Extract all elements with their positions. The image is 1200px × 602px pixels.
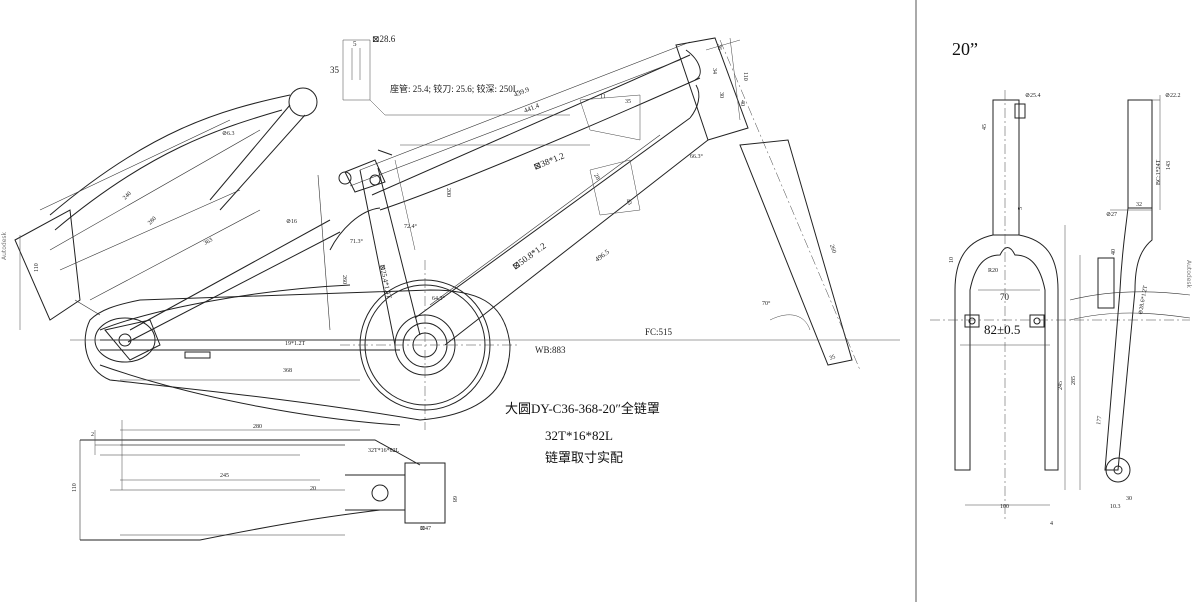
dim-110: 110 [34, 263, 40, 272]
top-tube-spec: ⊠38*1.2 [532, 150, 566, 171]
dimension-lines [19, 39, 900, 481]
dropout-radius: 10.3 [1110, 504, 1121, 510]
seat-tube-spec: ⊠25.4*1.4T [378, 264, 393, 300]
seat-angle: 71.3° [350, 238, 364, 245]
head-length: 110 [742, 72, 748, 81]
leg-spec: ⊘28.6*1.2T [1138, 285, 1149, 316]
slot-diameter: ⊠28.6 [372, 34, 396, 44]
bottom-bracket [340, 260, 520, 430]
top-tube-length-2: 441.4 [523, 101, 541, 115]
bb-shell-diameter: ⊠47 [420, 526, 431, 532]
seat-angle-2: 72.4° [404, 223, 418, 230]
head-angle: 66.3° [690, 153, 704, 160]
seat-tube [317, 159, 421, 346]
crown-radius: R20 [988, 268, 998, 274]
fork-line [719, 39, 861, 371]
chainguard-label: 32T*16*82L [368, 448, 400, 454]
left-side-tag: Autodesk [1, 231, 8, 260]
thread-spec: BC:1*24T [1156, 159, 1162, 185]
head-40: 40 [739, 100, 745, 106]
down-tube-length: 496.5 [593, 248, 611, 264]
seat-260: 260 [341, 275, 347, 284]
steerer-diameter: ⊘25.4 [1025, 93, 1041, 99]
fork-260: 260 [828, 244, 836, 254]
dim-2: 2 [91, 432, 94, 438]
crown-width: 32 [1136, 202, 1142, 208]
head-30: 30 [718, 92, 724, 98]
seat-stays [14, 87, 341, 343]
fork-width-top: 70 [1000, 292, 1010, 302]
down-tube-spec: ⊠50.8*1.2 [510, 241, 547, 272]
crown-diameter: ⊘27 [1106, 212, 1117, 218]
dim-20: 20 [310, 486, 316, 492]
seat-clamp [338, 149, 393, 186]
stay-length-6: 245 [220, 473, 229, 479]
bb-shell-view [79, 420, 446, 541]
head-34: 34 [711, 68, 717, 74]
dropout-110: 110 [72, 483, 78, 492]
dim-16: ⊘16 [286, 219, 297, 225]
steerer-length-2: 143 [1166, 161, 1172, 170]
stay-length-3: 363 [203, 237, 214, 247]
fork-offset: 177 [1096, 415, 1103, 425]
dim-35: 35 [625, 99, 631, 105]
head-top: 36 [716, 44, 722, 50]
steerer-diameter-2: ⊘22.2 [1165, 93, 1181, 99]
head-tube [675, 37, 749, 141]
bicycle-frame-drawing: 大圆DY-C36-368-20″全链罩 32T*16*82L 链罩取寸实配 座管… [14, 34, 900, 541]
fork-side-view [1069, 95, 1191, 483]
blade-length-2: 245 [1058, 381, 1064, 390]
chainguard-outline [84, 289, 511, 421]
dim-30: 35 [829, 354, 837, 362]
dropout-width: 4 [1050, 521, 1053, 527]
stay-length-1: 240 [122, 191, 133, 202]
blade-length: 285 [1071, 376, 1077, 385]
fork-angle: 70° [762, 300, 771, 307]
steerer-length: 45 [982, 124, 988, 130]
dropout-30: 30 [1126, 496, 1132, 502]
wheelbase: WB:883 [535, 345, 566, 355]
bb-angle: 64.3° [432, 295, 446, 302]
crown-height: 40 [1111, 249, 1117, 255]
bb-shell-width: 68 [451, 496, 457, 502]
fork-dim-5: 5 [1018, 207, 1024, 210]
seat-tube-note: 座管: 25.4; 铰刀: 25.6; 铰深: 250L [390, 83, 518, 94]
fork-size-label: 20” [952, 39, 978, 59]
chain-stay-spec: 19*1.2T [285, 341, 306, 347]
stay-length-5: 280 [253, 424, 262, 430]
fork-width-mid: 82±0.5 [984, 322, 1020, 337]
stay-length-2: 280 [147, 216, 158, 227]
dim-6-3: ⊘6.3 [222, 131, 235, 137]
fork-drawing: 20” [930, 39, 1191, 527]
down-tube [414, 84, 709, 346]
chainguard-spec: 32T*16*82L [545, 428, 613, 443]
dim-28: 28 [592, 173, 600, 181]
chainguard-note: 链罩取寸实配 [545, 450, 623, 465]
model-title: 大圆DY-C36-368-20″全链罩 [505, 401, 660, 416]
top-tube [349, 41, 701, 211]
fork-front-view [930, 90, 1190, 520]
stay-length-4: 368 [283, 368, 292, 374]
seat-height: 200 [445, 188, 451, 197]
fork-dim-10: 10 [949, 257, 955, 263]
dim-43: 43 [624, 198, 632, 206]
slot-width: 5 [353, 40, 357, 48]
right-side-tag: Autodesk [1185, 260, 1192, 289]
fork-width-bottom: 100 [1000, 504, 1009, 510]
slot-height: 35 [330, 65, 340, 75]
dim-11: 11 [600, 94, 606, 100]
front-center: FC:515 [645, 327, 673, 337]
